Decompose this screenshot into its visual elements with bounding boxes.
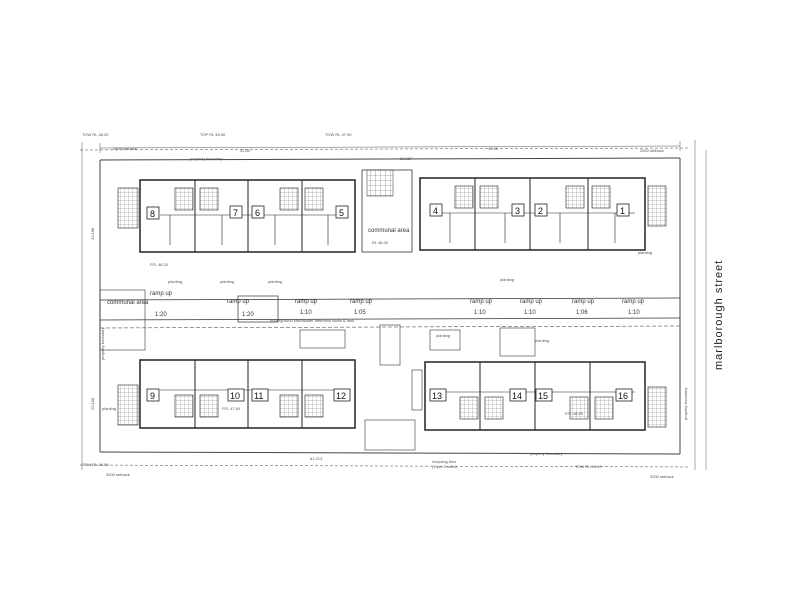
planting-6: planting	[102, 406, 116, 411]
property-boundary-bottom-label: property boundary	[530, 451, 562, 456]
communal-area-left: communal area	[99, 289, 149, 351]
communal-area-rl: RL 48.00	[372, 240, 389, 245]
rl-note-8: FFL 48.60	[565, 411, 584, 416]
rl-note-2: TOP RL 48.50	[200, 132, 226, 137]
ramp-6-bottom: 1:10	[524, 310, 536, 316]
planting-2: planting	[220, 279, 234, 284]
top-dimension-chain	[81, 140, 696, 470]
street-name: marlborough street	[713, 260, 725, 370]
dim-top-label: 61.227	[400, 156, 413, 161]
unit-4: 4	[433, 206, 438, 216]
unit-3: 3	[515, 206, 520, 216]
planting-labels: planting planting planting planting plan…	[102, 250, 652, 411]
bins-note: (1 per 2 units)	[432, 464, 457, 469]
ramp-8-bottom: 1:10	[628, 310, 640, 316]
communal-area-label-top: communal area	[368, 228, 410, 234]
unit-16: 16	[618, 391, 628, 401]
rl-note-7: TOW RL 49.10	[575, 464, 602, 469]
property-boundary-left-label: property boundary	[100, 328, 105, 360]
planting-4: planting	[500, 277, 514, 282]
unit-12: 12	[336, 391, 346, 401]
unit-11: 11	[254, 391, 263, 401]
unit-9: 9	[150, 391, 155, 401]
ramp-labels: ramp up 1:20 ramp up 1:20 ramp up 1:10 r…	[150, 291, 645, 318]
planting-8: planting	[436, 333, 450, 338]
planting-5: planting	[638, 250, 652, 255]
ramp-5-bottom: 1:10	[474, 310, 486, 316]
ramp-5-top: ramp up	[470, 299, 493, 305]
unit-numbers-bottom: 9 10 11 12 13 14 15 16	[146, 388, 633, 402]
unit-14: 14	[512, 391, 522, 401]
setback-bottom-right: 3000 setback	[650, 474, 674, 479]
planting-3: planting	[268, 279, 282, 284]
setback-top-left: 2400 setback	[113, 146, 137, 151]
ramp-3-bottom: 1:10	[300, 310, 312, 316]
unit-1: 1	[620, 206, 625, 216]
property-boundary-top-label: property boundary	[190, 156, 222, 161]
unit-6: 6	[255, 208, 260, 218]
ramp-4-bottom: 1:05	[354, 310, 366, 316]
ramp-1-bottom: 1:20	[155, 312, 167, 318]
unit-7: 7	[233, 208, 238, 218]
ramp-4-top: ramp up	[350, 299, 373, 305]
property-boundary	[79, 147, 691, 468]
dim-bottom-label: 61.213	[310, 456, 323, 461]
unit-10: 10	[230, 391, 240, 401]
rl-note-5: TOW RL 46.90	[82, 462, 109, 467]
setback-top-right: 2400 setback	[640, 148, 664, 153]
rl-note-1: TOW RL 48.30	[82, 132, 109, 137]
communal-area-top: communal area RL 48.00	[361, 169, 413, 253]
unit-15: 15	[538, 391, 548, 401]
recycling-bins-label: recycling bins	[432, 459, 456, 464]
setback-bottom-left: 3000 setback	[106, 472, 130, 477]
top-units-block	[117, 177, 667, 253]
underground-note: underground stormwater detention tanks &…	[270, 318, 354, 323]
ramp-2-bottom: 1:20	[242, 312, 254, 318]
dim-top-mid-label: 41.50	[488, 146, 499, 151]
ramp-7-bottom: 1:06	[576, 310, 588, 316]
ramp-2-top: ramp up	[227, 299, 250, 305]
rl-note-4: FFL 48.20	[150, 262, 169, 267]
unit-2: 2	[538, 206, 543, 216]
rl-notes: TOW RL 48.30 TOP RL 48.50 TOW RL 47.95 F…	[82, 132, 602, 469]
bottom-units-block	[117, 359, 667, 431]
communal-area-label-left: communal area	[107, 300, 149, 306]
left-dim-top: 20.188	[90, 227, 95, 240]
unit-5: 5	[339, 208, 344, 218]
unit-numbers-top: 8 7 6 5 4 3 2 1	[146, 203, 630, 220]
ramp-8-top: ramp up	[622, 299, 645, 305]
rl-note-3: TOW RL 47.95	[325, 132, 352, 137]
property-boundary-right-label: property boundary	[683, 388, 688, 420]
unit-8: 8	[150, 209, 155, 219]
rl-note-6: FFL 47.60	[222, 406, 241, 411]
planting-7: planting	[535, 338, 549, 343]
dim-top-left-label: 41.50	[240, 148, 251, 153]
left-dim-bottom: 20.188	[90, 397, 95, 410]
ramp-1-top: ramp up	[150, 291, 173, 297]
driveway-zone	[99, 295, 681, 451]
ramp-3-top: ramp up	[295, 299, 318, 305]
ramp-7-top: ramp up	[572, 299, 595, 305]
planting-1: planting	[168, 279, 182, 284]
annotation-labels: property boundary property boundary 61.2…	[90, 146, 688, 479]
unit-13: 13	[432, 391, 442, 401]
ramp-6-top: ramp up	[520, 299, 543, 305]
